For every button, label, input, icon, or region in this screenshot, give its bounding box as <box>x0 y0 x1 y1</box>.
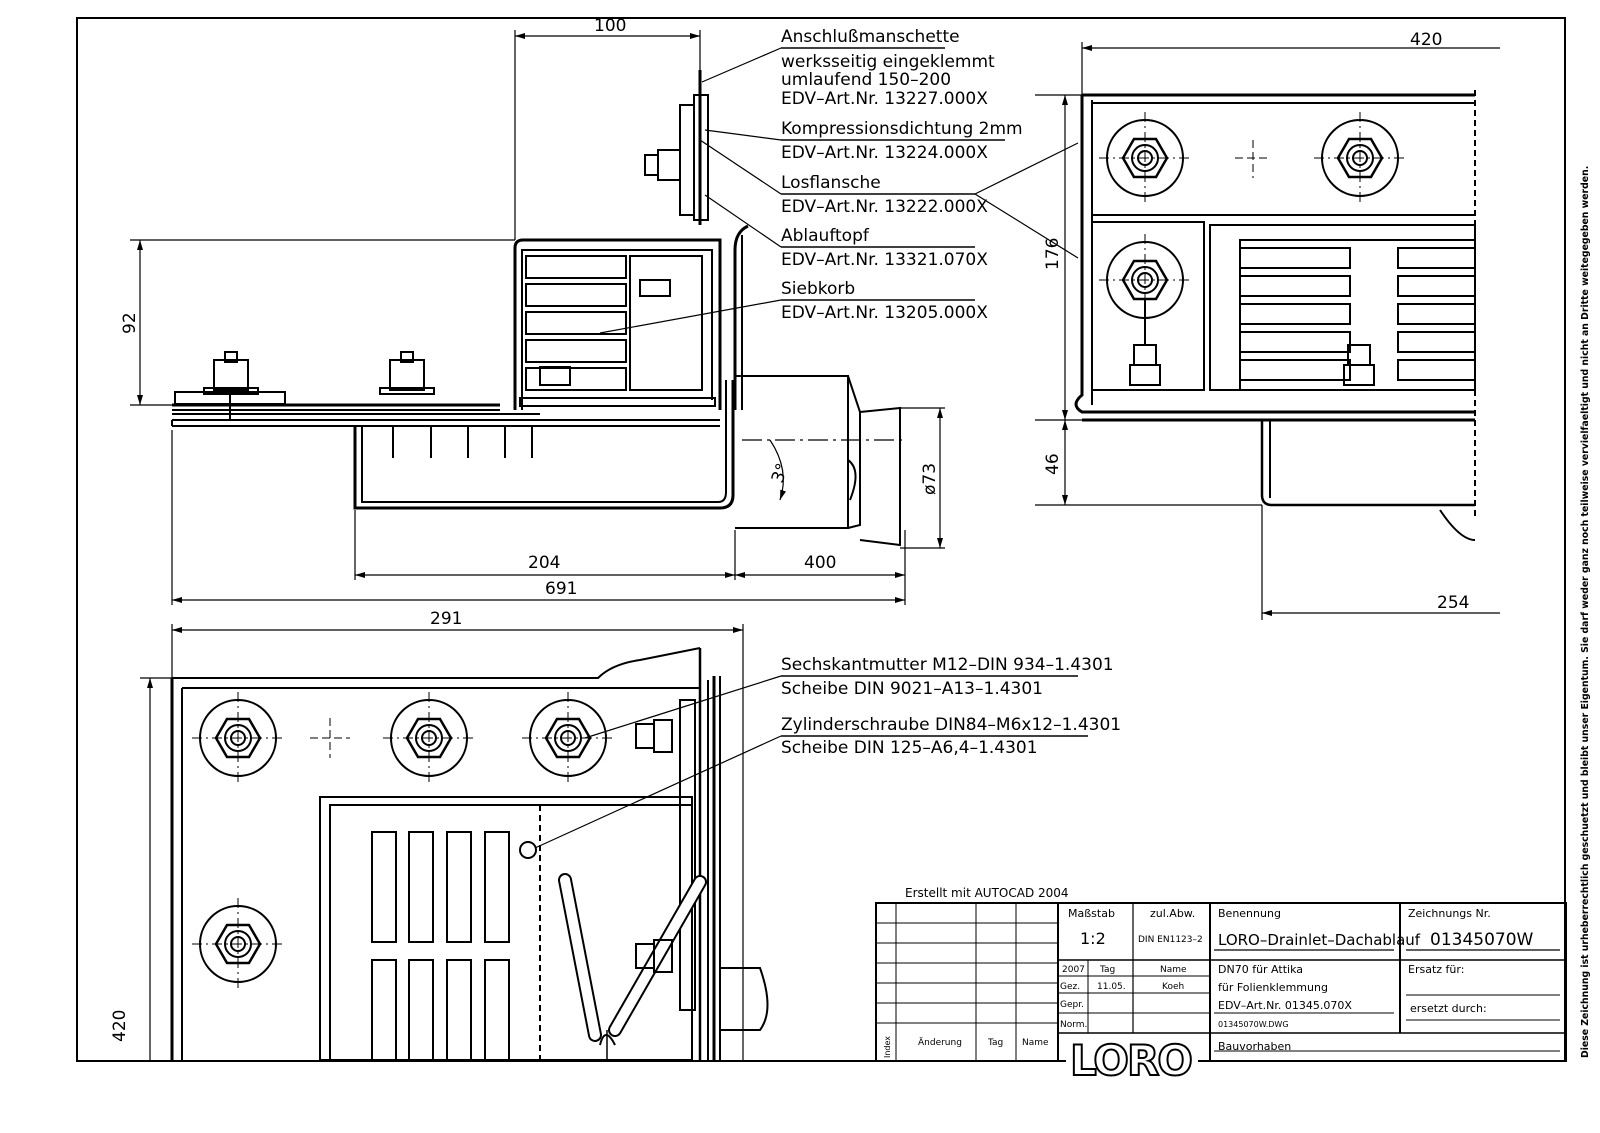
dim-side-691: 691 <box>545 579 577 599</box>
revision-change-label: Änderung <box>918 1037 962 1048</box>
callout-siebkorb-line1: EDV–Art.Nr. 13205.000X <box>781 303 988 323</box>
callout-siebkorb: Siebkorb <box>781 279 855 299</box>
revision-index-label: Index <box>883 1036 892 1058</box>
side-section-view <box>171 70 901 547</box>
callout-sechskantmutter: Sechskantmutter M12–DIN 934–1.4301 <box>781 655 1114 675</box>
dim-front-420: 420 <box>1410 30 1442 50</box>
side-view-callouts: Anschlußmanschette werksseitig eingeklem… <box>599 27 1079 334</box>
name-label: Benennung <box>1218 907 1281 920</box>
name-value: LORO–Drainlet–Dachablauf <box>1218 931 1421 949</box>
dim-front-254: 254 <box>1437 593 1469 613</box>
tolerance-value: DIN EN1123–2 <box>1138 935 1203 945</box>
replaced-by-label: ersetzt durch: <box>1410 1002 1487 1015</box>
loro-logo: LORO <box>1066 1035 1198 1086</box>
top-view-dimension-labels: 291 420 <box>110 609 462 1042</box>
row-gez-label: Gez. <box>1060 982 1080 992</box>
side-view-dimensions <box>130 30 945 605</box>
gez-name-value: Koeh <box>1162 982 1184 992</box>
callout-anschlussmanschette: Anschlußmanschette <box>781 27 960 47</box>
top-view <box>170 647 769 1061</box>
revision-day-label: Tag <box>987 1038 1003 1048</box>
loro-logo-text: LORO <box>1070 1036 1191 1085</box>
column-name-label: Name <box>1160 965 1187 975</box>
top-view-callouts: Sechskantmutter M12–DIN 934–1.4301 Schei… <box>534 655 1121 849</box>
dim-top-420: 420 <box>110 1010 130 1042</box>
dim-side-angle: 3° <box>768 461 793 486</box>
description-line-1: DN70 für Attika <box>1218 963 1303 976</box>
year-value: 2007 <box>1062 965 1085 975</box>
dim-side-92: 92 <box>120 312 140 334</box>
scale-label: Maßstab <box>1068 907 1115 920</box>
file-name-value: 01345070W.DWG <box>1218 1020 1289 1029</box>
dim-top-291: 291 <box>430 609 462 629</box>
drawing-number-label: Zeichnungs Nr. <box>1408 907 1491 920</box>
dim-front-46: 46 <box>1043 453 1063 475</box>
dim-side-204: 204 <box>528 553 560 573</box>
dim-front-176: 176 <box>1043 238 1063 270</box>
callout-ablauftopf: Ablauftopf <box>781 226 870 246</box>
gez-date-value: 11.05. <box>1097 982 1126 992</box>
callout-anschlussmanschette-line3: EDV–Art.Nr. 13227.000X <box>781 89 988 109</box>
column-day-label: Tag <box>1099 965 1115 975</box>
callout-losflansche: Losflansche <box>781 173 881 193</box>
dim-side-diameter: ø73 <box>920 463 940 495</box>
dim-side-400: 400 <box>804 553 836 573</box>
callout-kompressionsdichtung: Kompressionsdichtung 2mm <box>781 119 1023 139</box>
callout-losflansche-line1: EDV–Art.Nr. 13222.000X <box>781 197 988 217</box>
scale-value: 1:2 <box>1080 929 1106 948</box>
dim-side-100: 100 <box>594 16 626 36</box>
top-view-dimensions <box>140 624 744 1060</box>
project-label: Bauvorhaben <box>1218 1040 1291 1053</box>
callout-zylinderschraube-line1: Scheibe DIN 125–A6,4–1.4301 <box>781 738 1038 758</box>
drawing-number-value: 01345070W <box>1430 930 1534 950</box>
callout-anschlussmanschette-line1: werksseitig eingeklemmt <box>781 52 995 72</box>
description-line-3: EDV–Art.Nr. 01345.070X <box>1218 999 1352 1012</box>
sheet-border <box>76 17 1566 1062</box>
title-block-text: Erstellt mit AUTOCAD 2004 Maßstab 1:2 zu… <box>883 886 1534 1058</box>
callout-sechskantmutter-line1: Scheibe DIN 9021–A13–1.4301 <box>781 679 1043 699</box>
title-block <box>875 902 1567 1062</box>
callout-ablauftopf-line1: EDV–Art.Nr. 13321.070X <box>781 250 988 270</box>
front-view-dimensions <box>1035 42 1500 620</box>
replace-for-label: Ersatz für: <box>1408 963 1464 976</box>
copyright-note: Diese Zeichnung ist urheberrechtlich ges… <box>1580 166 1591 1058</box>
description-line-2: für Folienklemmung <box>1218 981 1328 994</box>
side-view-dimension-labels: 100 92 204 400 691 ø73 3° <box>120 16 940 599</box>
revision-name-label: Name <box>1022 1038 1049 1048</box>
row-norm-label: Norm. <box>1060 1020 1087 1030</box>
callout-kompressionsdichtung-line1: EDV–Art.Nr. 13224.000X <box>781 143 988 163</box>
front-view <box>1074 90 1476 541</box>
front-view-dimension-labels: 420 176 46 254 <box>1043 30 1469 613</box>
tolerance-label: zul.Abw. <box>1150 907 1195 920</box>
callout-anschlussmanschette-line2: umlaufend 150–200 <box>781 70 951 90</box>
row-gepr-label: Gepr. <box>1060 1000 1084 1010</box>
callout-zylinderschraube: Zylinderschraube DIN84–M6x12–1.4301 <box>781 715 1121 735</box>
created-with-note: Erstellt mit AUTOCAD 2004 <box>905 886 1069 900</box>
